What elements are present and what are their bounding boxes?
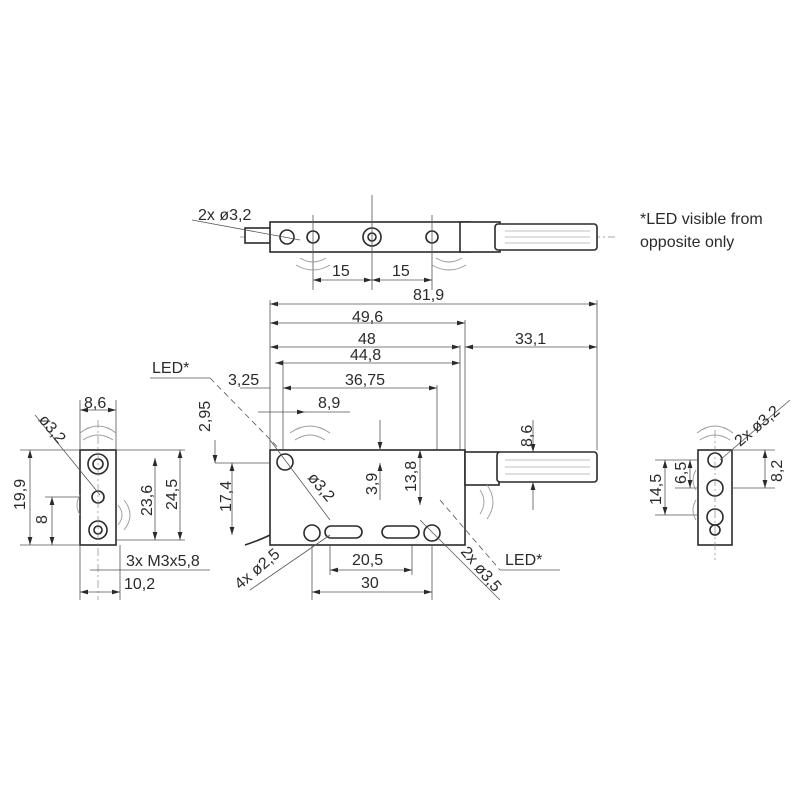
left-hole-3-2: ø3,2 — [35, 412, 69, 448]
left-thread-label: 3x M3x5,8 — [126, 553, 200, 570]
led-note-line1: *LED visible from — [640, 211, 763, 228]
dim-8-6: 8,6 — [519, 425, 536, 447]
left-dim-19-9: 19,9 — [12, 479, 29, 510]
dim-8-9: 8,9 — [318, 395, 340, 412]
right-view — [655, 399, 791, 560]
led-label-left: LED* — [152, 360, 189, 377]
left-dim-8: 8 — [34, 515, 51, 524]
left-dim-10-2: 10,2 — [124, 576, 155, 593]
top-view — [191, 195, 615, 307]
dim-49-6: 49,6 — [352, 309, 383, 326]
right-dim-14-5: 14,5 — [648, 474, 665, 505]
holes-2-5-label: 4x ø2,5 — [232, 546, 284, 593]
dim-3-9: 3,9 — [364, 473, 381, 495]
top-overall-length: 81,9 — [413, 287, 444, 304]
dim-33-1: 33,1 — [515, 331, 546, 348]
led-label-right: LED* — [505, 552, 542, 569]
dim-20-5: 20,5 — [352, 552, 383, 569]
led-note-line2: opposite only — [640, 234, 734, 251]
left-dim-24-5: 24,5 — [164, 479, 181, 510]
dim-3-25: 3,25 — [228, 372, 259, 389]
dim-2-95: 2,95 — [197, 401, 214, 432]
dim-48: 48 — [358, 331, 376, 348]
left-dim-23-6: 23,6 — [139, 485, 156, 516]
top-holes-label: 2x ø3,2 — [198, 207, 251, 224]
right-holes-label: 2x ø3,2 — [732, 403, 784, 450]
dim-30: 30 — [361, 575, 379, 592]
right-dim-8-2: 8,2 — [769, 460, 786, 482]
dim-17-4: 17,4 — [218, 481, 235, 512]
holes-3-5-label: 2x ø3,5 — [457, 544, 504, 596]
right-dim-6-5: 6,5 — [673, 462, 690, 484]
dim-36-75: 36,75 — [345, 372, 385, 389]
dim-13-8: 13,8 — [403, 461, 420, 492]
top-pitch-right: 15 — [392, 263, 410, 280]
left-view — [20, 400, 210, 600]
dim-44-8: 44,8 — [350, 347, 381, 364]
front-view — [150, 300, 598, 601]
left-dim-8-6: 8,6 — [84, 395, 106, 412]
top-pitch-left: 15 — [332, 263, 350, 280]
